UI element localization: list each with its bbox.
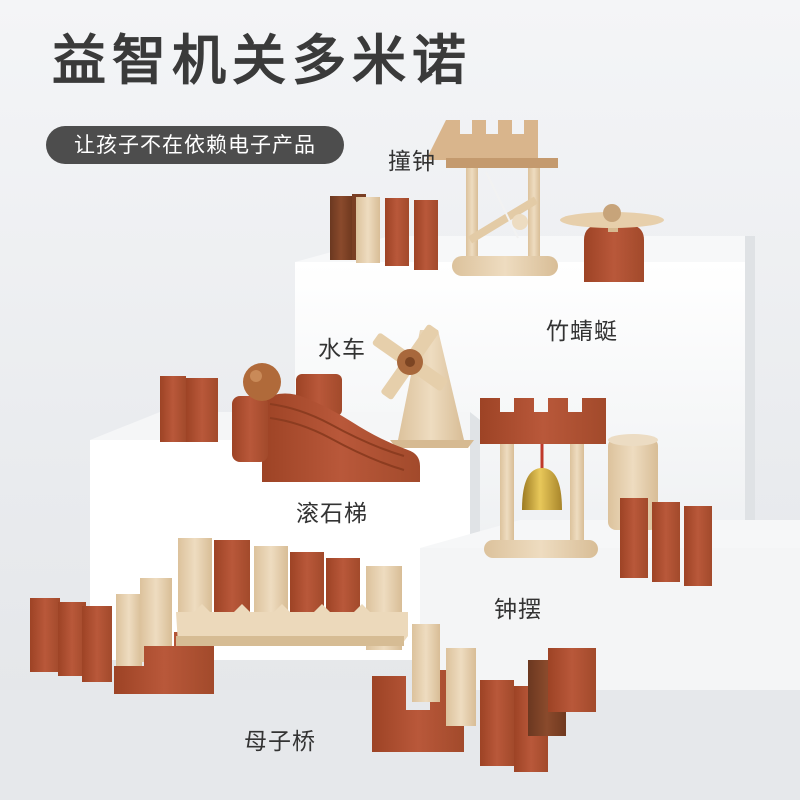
tagline-badge: 让孩子不在依赖电子产品 <box>46 126 344 164</box>
bell-strike-toy <box>426 120 558 276</box>
page-title: 益智机关多米诺 <box>52 29 472 92</box>
top-dominoes <box>330 194 438 270</box>
label-water-wheel: 水车 <box>318 337 366 363</box>
label-pendulum-bell: 钟摆 <box>494 597 542 623</box>
label-bell-strike: 撞钟 <box>388 149 436 175</box>
label-mother-child-bridge: 母子桥 <box>244 729 316 755</box>
label-rolling-stone-slope: 滚石梯 <box>296 501 368 527</box>
bamboo-dragonfly-toy <box>560 204 664 282</box>
rolling-stone-slope-toy <box>160 363 420 482</box>
water-wheel-toy <box>372 324 474 448</box>
label-bamboo-dragonfly: 竹蜻蜓 <box>546 319 618 345</box>
pendulum-bell-toy <box>480 398 712 586</box>
mother-child-bridge-toy <box>30 538 596 772</box>
